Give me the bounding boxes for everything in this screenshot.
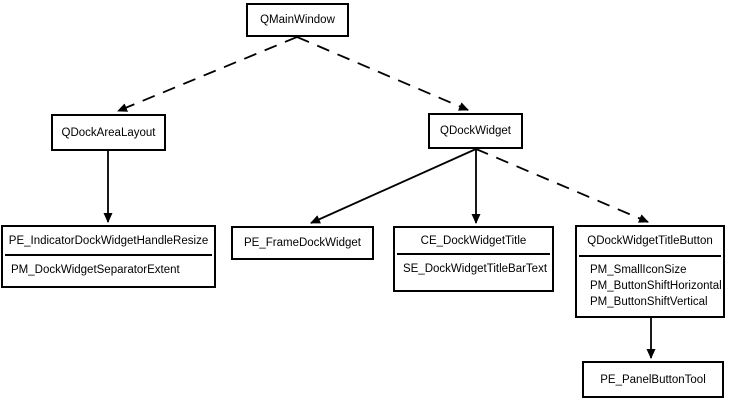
node-title: PE_IndicatorDockWidgetHandleResize xyxy=(8,234,209,247)
node-title: CE_DockWidgetTitle xyxy=(420,234,527,247)
node-pe-framedockwidget: PE_FrameDockWidget xyxy=(231,226,374,260)
node-qdockarealayout: QDockAreaLayout xyxy=(51,114,166,151)
node-items: PM_SmallIconSize PM_ButtonShiftHorizonta… xyxy=(577,257,723,314)
node-title: QMainWindow xyxy=(260,14,335,26)
node-items: SE_DockWidgetTitleBarText xyxy=(395,255,552,281)
edge-qmainwindow-qdockwidget xyxy=(296,36,469,111)
node-pe-indicatordockwidgethandleresize: PE_IndicatorDockWidgetHandleResize PM_Do… xyxy=(1,225,216,288)
edge-qdockwidget-framedock xyxy=(310,148,477,224)
node-title: QDockAreaLayout xyxy=(61,126,156,139)
node-item: PM_DockWidgetSeparatorExtent xyxy=(11,264,180,276)
node-title: PE_PanelButtonTool xyxy=(600,373,706,386)
edge-qdockwidget-titlebutton xyxy=(475,148,649,223)
node-ce-dockwidgettitle: CE_DockWidgetTitle SE_DockWidgetTitleBar… xyxy=(393,226,554,292)
node-item: PM_ButtonShiftHorizontal xyxy=(590,280,722,292)
node-pe-panelbuttontool: PE_PanelButtonTool xyxy=(582,361,724,398)
node-title: QDockWidget xyxy=(440,125,511,137)
node-title: QDockWidgetTitleButton xyxy=(587,235,713,247)
node-qdockwidget: QDockWidget xyxy=(428,113,523,149)
node-item: PM_ButtonShiftVertical xyxy=(590,296,708,308)
node-qdockwidgettitlebutton: QDockWidgetTitleButton PM_SmallIconSize … xyxy=(575,225,725,318)
compartment-divider xyxy=(579,255,721,257)
node-qmainwindow: QMainWindow xyxy=(246,3,349,37)
node-item: PM_SmallIconSize xyxy=(590,264,687,276)
compartment-divider xyxy=(5,254,212,256)
node-items: PM_DockWidgetSeparatorExtent xyxy=(3,256,214,282)
node-title: PE_FrameDockWidget xyxy=(244,237,361,249)
node-item: SE_DockWidgetTitleBarText xyxy=(403,263,548,275)
compartment-divider xyxy=(397,253,550,255)
edge-qmainwindow-qdockarealayout xyxy=(117,36,298,112)
